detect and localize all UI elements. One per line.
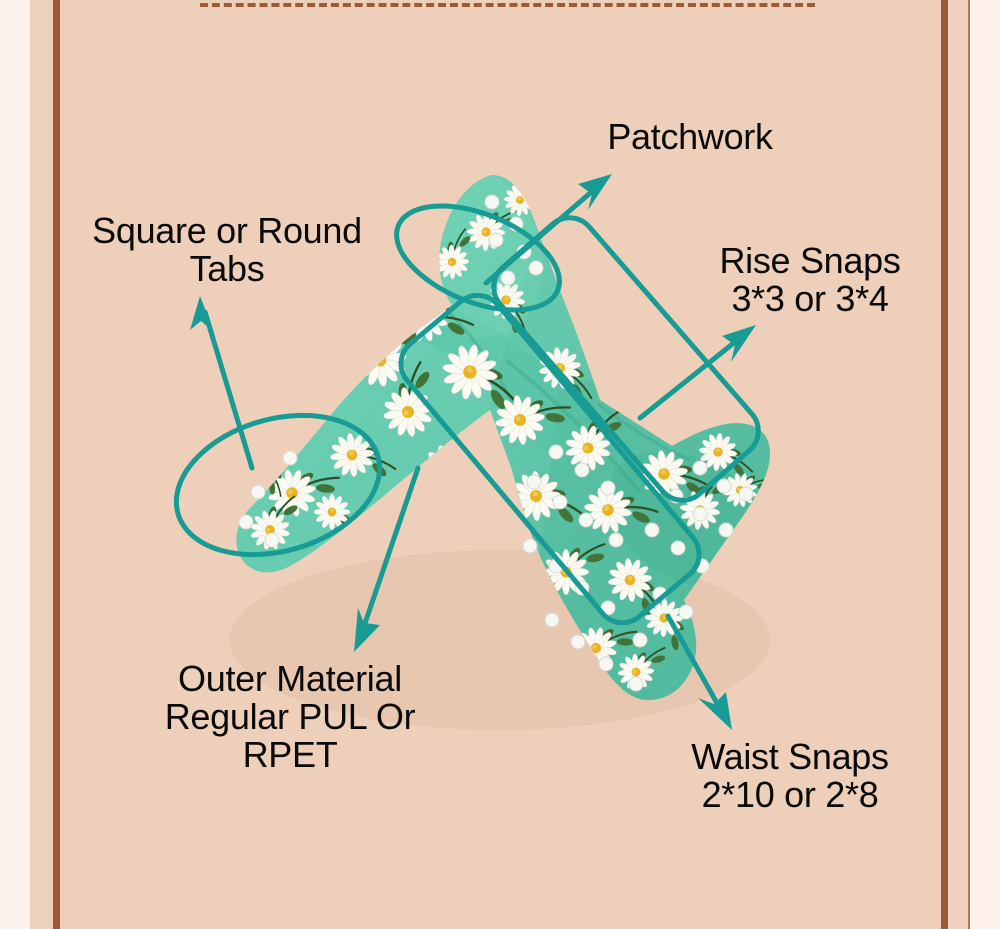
frame-line-right-thin <box>968 0 970 929</box>
frame-band-right-outer <box>970 0 1000 929</box>
frame-band-right-tan <box>948 0 968 929</box>
dashed-divider <box>200 3 815 7</box>
callout-label-rise-snaps: Rise Snaps 3*3 or 3*4 <box>719 240 901 320</box>
frame-line-left <box>53 0 60 929</box>
callout-label-waist-snaps: Waist Snaps 2*10 or 2*8 <box>691 736 889 816</box>
frame-line-right <box>941 0 948 929</box>
frame-band-left-outer <box>0 0 30 929</box>
frame-band-left-tan <box>30 0 53 929</box>
callout-label-tabs: Square or Round Tabs <box>92 210 362 290</box>
callout-label-patchwork: Patchwork <box>607 116 773 157</box>
callout-label-outer-material: Outer Material Regular PUL Or RPET <box>164 658 416 776</box>
